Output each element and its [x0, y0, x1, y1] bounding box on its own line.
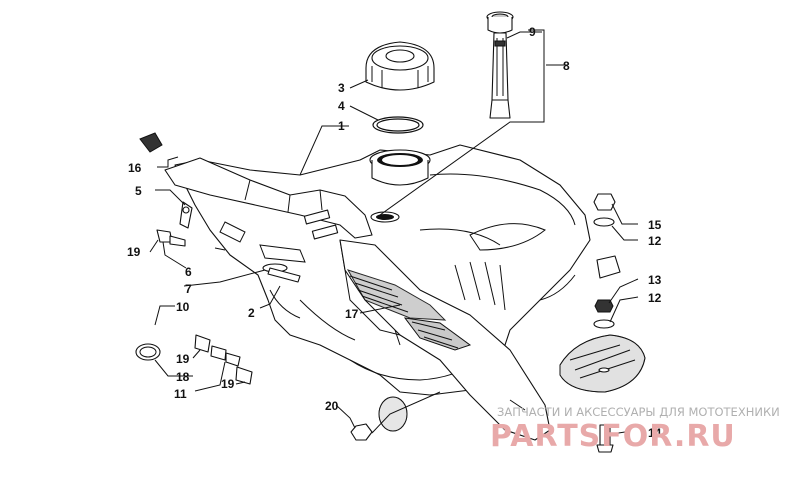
callout-19b: 19: [176, 352, 190, 366]
watermark-tagline: ЗАПЧАСТИ И АКСЕССУАРЫ ДЛЯ МОТОТЕХНИКИ: [497, 405, 780, 419]
bottom-hardware: [350, 396, 408, 441]
callout-2: 2: [248, 306, 255, 320]
mount-bracket: [139, 132, 193, 229]
callout-11: 11: [174, 387, 187, 401]
fuel-cap: [365, 41, 435, 91]
callout-12b: 12: [648, 291, 662, 305]
callout-20: 20: [325, 399, 339, 413]
heat-shield: [339, 239, 551, 441]
watermark-logo: PARTSFOR.RU: [490, 419, 736, 454]
fuel-gauge-sender: [486, 11, 514, 119]
callout-19a: 19: [127, 245, 141, 259]
callout-10: 10: [176, 300, 190, 314]
leader-lines: [149, 29, 639, 435]
callout-13: 13: [648, 273, 662, 287]
callout-8: 8: [563, 59, 570, 73]
callout-4: 4: [338, 99, 345, 113]
callout-19c: 19: [221, 377, 235, 391]
callout-9: 9: [529, 25, 536, 39]
callout-16: 16: [128, 161, 142, 175]
callout-3: 3: [338, 81, 345, 95]
fuel-hose: [98, 218, 301, 385]
watermark: ЗАПЧАСТИ И АКСЕССУАРЫ ДЛЯ МОТОТЕХНИКИ PA…: [490, 405, 780, 454]
callout-18: 18: [176, 370, 190, 384]
callout-12a: 12: [648, 234, 662, 248]
right-hardware: [559, 193, 646, 453]
callout-1: 1: [338, 119, 345, 133]
callout-5: 5: [135, 184, 142, 198]
callout-14: 14: [648, 426, 662, 440]
callout-labels: 1 2 3 4 5 6 7 8 9 10 11 12 12 13 14 15 1…: [127, 25, 662, 440]
callout-15: 15: [648, 218, 662, 232]
callout-6: 6: [185, 265, 192, 279]
callout-7: 7: [185, 282, 192, 296]
callout-17: 17: [345, 307, 359, 321]
cap-gasket: [372, 116, 424, 134]
